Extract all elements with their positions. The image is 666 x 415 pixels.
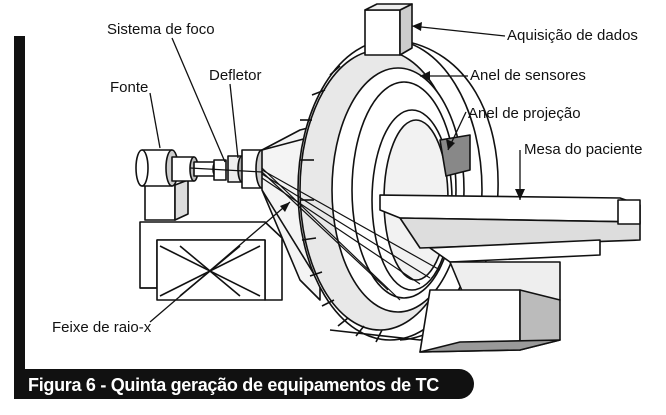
label-sistema-de-foco: Sistema de foco (107, 21, 215, 38)
leader-lines (149, 25, 521, 323)
label-aquisicao-de-dados: Aquisição de dados (507, 27, 638, 44)
label-defletor: Defletor (209, 67, 262, 84)
patient-table (379, 194, 641, 353)
label-anel-de-sensores: Anel de sensores (470, 67, 586, 84)
data-acquisition-box (364, 3, 413, 56)
source-frame (139, 179, 283, 301)
label-fonte: Fonte (110, 79, 149, 96)
label-feixe-de-raio-x: Feixe de raio-x (52, 319, 152, 336)
xray-beam (189, 167, 441, 301)
source-cylinder (135, 149, 220, 187)
figure-caption-text: Figura 6 - Quinta geração de equipamento… (28, 375, 439, 395)
left-accent-bar (14, 36, 25, 372)
label-anel-de-projecao: Anel de projeção (468, 105, 581, 122)
focus-deflector (213, 149, 269, 189)
label-mesa-do-paciente: Mesa do paciente (524, 141, 643, 158)
figure-caption-banner: Figura 6 - Quinta geração de equipamento… (14, 369, 474, 399)
arrowheads (280, 22, 525, 212)
